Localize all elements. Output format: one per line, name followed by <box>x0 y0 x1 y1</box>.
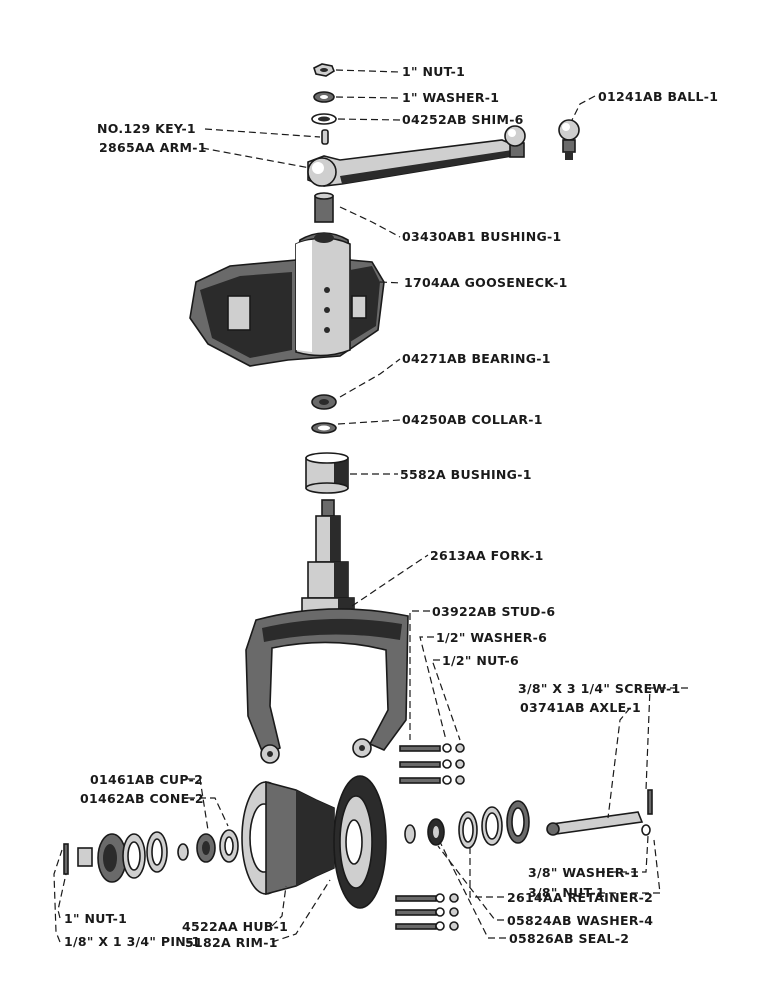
label-washer-half: 1/2" WASHER-6 <box>436 630 547 645</box>
label-seal: 05826AB SEAL-2 <box>509 931 629 946</box>
bearing-part <box>311 394 337 410</box>
key-part <box>321 129 329 145</box>
retainer-3-part <box>506 800 530 844</box>
label-ball: 01241AB BALL-1 <box>598 89 718 104</box>
leader-lines <box>53 69 688 943</box>
studs-upper-part <box>399 743 465 785</box>
label-hub: 4522AA HUB-1 <box>182 919 288 934</box>
bushing-lower-part <box>305 452 349 494</box>
label-washer-4: 05824AB WASHER-4 <box>507 913 653 928</box>
label-nut-half: 1/2" NUT-6 <box>442 653 519 668</box>
studs-lower-part <box>395 893 459 931</box>
label-collar: 04250AB COLLAR-1 <box>402 412 543 427</box>
cup-left-2-part <box>146 831 168 873</box>
nut-bottom-part <box>77 847 93 867</box>
shim-part <box>311 113 337 125</box>
nut-top-part <box>313 63 335 77</box>
cone-left-part <box>97 833 127 883</box>
arm-part <box>307 125 526 187</box>
washer-3-8-part <box>641 824 651 836</box>
hub-part <box>241 780 335 896</box>
retainer-1-part <box>458 811 478 849</box>
label-retainer: 2614AA RETAINER-2 <box>507 890 653 905</box>
collar-part <box>311 422 337 434</box>
axle-part <box>546 811 644 836</box>
label-cone: 01462AB CONE-2 <box>80 791 204 806</box>
cup-left-part <box>122 833 146 879</box>
label-cup: 01461AB CUP-2 <box>90 772 203 787</box>
label-rim: 5182A RIM-1 <box>185 935 278 950</box>
ball-part <box>558 119 580 160</box>
label-axle: 03741AB AXLE-1 <box>520 700 641 715</box>
label-stud: 03922AB STUD-6 <box>432 604 555 619</box>
cup-part <box>219 829 239 863</box>
retainer-2-part <box>481 806 503 846</box>
washer-4-part <box>404 824 416 844</box>
label-washer-1in: 1" WASHER-1 <box>402 90 499 105</box>
rim-part <box>333 775 387 909</box>
washer-1in-part <box>313 91 335 103</box>
small-washer-part <box>177 843 189 861</box>
part-labels: 1" NUT-1 1" WASHER-1 04252AB SHIM-6 0124… <box>64 64 718 950</box>
bushing-top-part <box>314 192 334 223</box>
screw-part <box>647 789 653 815</box>
pin-part <box>63 843 69 875</box>
seal-part <box>427 818 445 846</box>
label-bearing: 04271AB BEARING-1 <box>402 351 551 366</box>
label-key: NO.129 KEY-1 <box>97 121 196 136</box>
cone-part <box>196 833 216 863</box>
label-arm: 2865AA ARM-1 <box>99 140 207 155</box>
label-nut-top: 1" NUT-1 <box>402 64 465 79</box>
label-shim: 04252AB SHIM-6 <box>402 112 524 127</box>
label-bushing-top: 03430AB1 BUSHING-1 <box>402 229 562 244</box>
label-pin: 1/8" X 1 3/4" PIN-1 <box>64 934 201 949</box>
gooseneck-part <box>189 232 385 367</box>
label-screw: 3/8" X 3 1/4" SCREW-1 <box>518 681 680 696</box>
fork-part <box>245 499 409 764</box>
label-nut-3-8: 3/8" NUT-1 <box>528 885 605 900</box>
label-gooseneck: 1704AA GOOSENECK-1 <box>404 275 568 290</box>
label-washer-3-8: 3/8" WASHER-1 <box>528 865 639 880</box>
label-nut-bottom: 1" NUT-1 <box>64 911 127 926</box>
label-fork: 2613AA FORK-1 <box>430 548 544 563</box>
label-bushing-lower: 5582A BUSHING-1 <box>400 467 532 482</box>
